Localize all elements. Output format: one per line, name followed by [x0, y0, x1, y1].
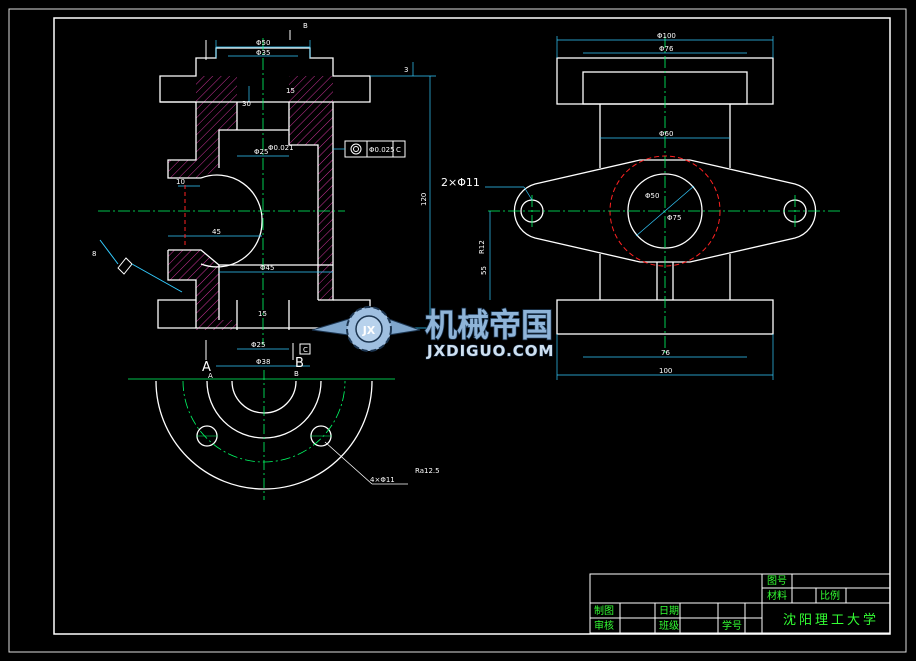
tb-drafted-label: 制图	[594, 604, 614, 617]
watermark-badge: JX	[362, 324, 376, 337]
dim-bottom-outer: Φ38	[256, 358, 270, 366]
side-dim-offset: 55	[480, 266, 488, 275]
front-body-left	[167, 102, 201, 179]
datum-b-top: B	[303, 22, 308, 30]
dim-bottom-bore: Φ25	[251, 341, 265, 349]
bottom-datum: C	[303, 346, 308, 354]
watermark-en: JXDIGUO.COM	[426, 342, 554, 360]
front-view: Φ50 Φ35 15 30 Φ25 Φ0.021 10 45 Φ45 15 Φ2…	[92, 22, 436, 380]
section-label-a: A	[202, 360, 211, 375]
side-dim-circle-inner: Φ75	[667, 214, 681, 222]
datum-b-bottom: B	[294, 370, 299, 378]
tb-student-no-label: 学号	[722, 619, 742, 632]
gtol-value: Φ0.025	[369, 146, 395, 154]
chamfer-detail	[117, 257, 133, 275]
datum-label-left: A	[208, 372, 213, 380]
tb-school: 沈阳理工大学	[783, 612, 879, 628]
dim-width: 45	[212, 228, 221, 236]
tb-drawing-no-label: 图号	[767, 575, 787, 587]
side-dim-top-width: Φ100	[657, 32, 676, 40]
dim-inner: Φ45	[260, 264, 274, 272]
title-block	[589, 573, 891, 634]
outer-frame	[8, 8, 907, 653]
section-hatch-lowleft	[168, 250, 237, 330]
tb-class-label: 班级	[659, 620, 679, 632]
dim-side-hole: 10	[176, 178, 185, 186]
dim-flange: 3	[404, 66, 408, 74]
side-hole-callout: 2×Φ11	[441, 176, 480, 189]
side-dim-bottom-76: 76	[661, 349, 670, 357]
front-side-boss	[200, 174, 263, 268]
side-oval-flange	[513, 159, 817, 263]
inner-frame	[53, 17, 891, 635]
section-hatch-left	[168, 76, 237, 178]
tb-date-label: 日期	[659, 605, 679, 617]
side-dim-r: R12	[478, 240, 486, 254]
watermark: JX 机械帝国 JXDIGUO.COM	[311, 305, 554, 361]
bottom-flange-arc	[155, 380, 373, 490]
bottom-hole-callout: 4×Φ11	[370, 476, 395, 484]
side-dim-top-inner: Φ76	[659, 45, 674, 53]
section-label-b: B	[295, 356, 304, 371]
side-view: Φ100 Φ76 Φ60 Φ50 Φ75 R12 55 76 100 2×Φ11	[441, 32, 840, 380]
dim-depth-top: 15	[286, 87, 295, 95]
gtol-datum: C	[396, 146, 401, 154]
dim-step: 30	[242, 100, 251, 108]
side-dim-bottom-100: 100	[659, 367, 672, 375]
dim-bore: Φ25	[254, 148, 268, 156]
bottom-roughness: Ra12.5	[415, 467, 440, 475]
dim-top-inner: Φ35	[256, 49, 270, 57]
tb-checked-label: 审核	[594, 619, 614, 632]
tb-material-label: 材料	[767, 589, 787, 602]
watermark-cn: 机械帝国	[425, 306, 553, 344]
dim-top-outer: Φ50	[256, 39, 270, 47]
side-dim-circle-outer: Φ50	[645, 192, 659, 200]
section-hatch-right	[289, 76, 333, 300]
tb-scale-label: 比例	[820, 589, 840, 602]
dim-bottom-depth: 15	[258, 310, 267, 318]
bottom-view: 4×Φ11 Ra12.5	[128, 370, 440, 500]
front-lower-bore	[195, 300, 290, 330]
dim-height: 120	[420, 193, 428, 206]
dim-chamfer: 8	[92, 250, 96, 258]
side-dim-mid: Φ60	[659, 130, 673, 138]
dim-bore-tol: Φ0.021	[268, 144, 294, 152]
